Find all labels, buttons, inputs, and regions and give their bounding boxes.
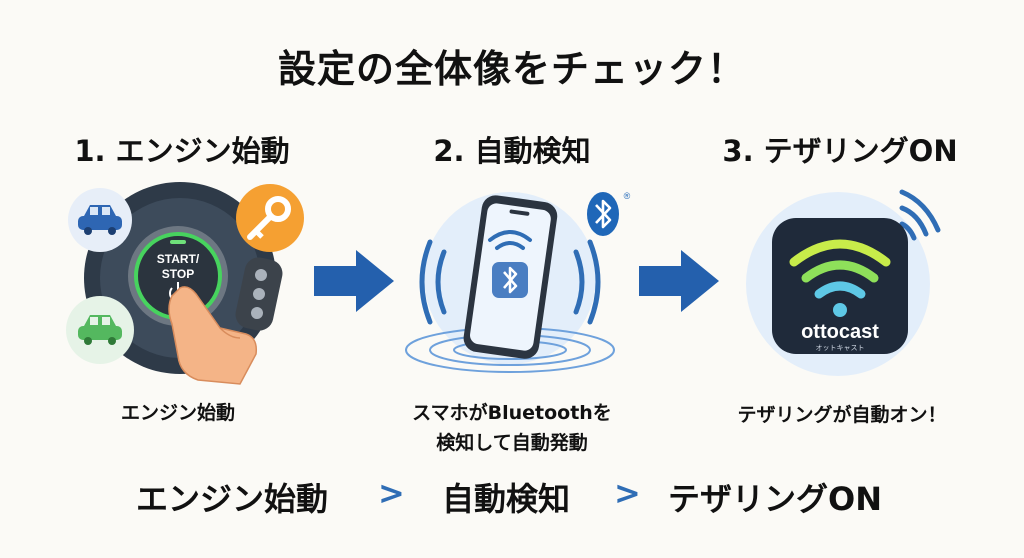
flow-item-auto-detect: 自動検知	[442, 480, 571, 518]
key-icon	[236, 184, 304, 252]
arrow-right-icon	[639, 250, 719, 312]
fob-icon	[235, 257, 283, 331]
bluetooth-icon	[503, 266, 518, 294]
registered-mark: ®	[624, 191, 631, 201]
flow-separator: >	[378, 474, 405, 512]
step-3-caption: テザリングが自動オン！	[737, 404, 947, 426]
step-2-caption-line-2: 検知して自動発動	[436, 432, 588, 454]
step-2-heading: 2. 自動検知	[433, 134, 591, 168]
start-stop-label-2: STOP	[162, 267, 194, 281]
flow-item-tethering-on: テザリングON	[668, 480, 882, 518]
bluetooth-icon: ®	[587, 191, 631, 236]
app-brand: ottocast	[801, 321, 879, 343]
flow-summary: エンジン始動 > 自動検知 > テザリングON	[0, 474, 1024, 524]
step-2-caption-line-1: スマホがBluetoothを	[412, 402, 612, 424]
step-1-heading: 1. エンジン始動	[74, 134, 290, 168]
tethering-app-illustration: ottocast オットキャスト	[746, 189, 941, 376]
flow-separator: >	[614, 474, 641, 512]
engine-start-illustration: START/ STOP	[66, 182, 304, 385]
finger-icon	[168, 286, 258, 385]
phone-detection-illustration	[405, 192, 615, 373]
step-3-heading: 3. テザリングON	[722, 134, 958, 168]
arrow-right-icon	[314, 250, 394, 312]
flow-item-engine-start: エンジン始動	[136, 480, 329, 518]
car-icon	[68, 188, 132, 252]
wifi-icon	[789, 239, 891, 317]
page-title: 設定の全体像をチェック！	[277, 47, 746, 91]
start-stop-label-1: START/	[157, 252, 200, 266]
step-1-caption: エンジン始動	[120, 402, 235, 424]
car-icon	[66, 296, 134, 364]
app-subtitle: オットキャスト	[816, 344, 865, 352]
